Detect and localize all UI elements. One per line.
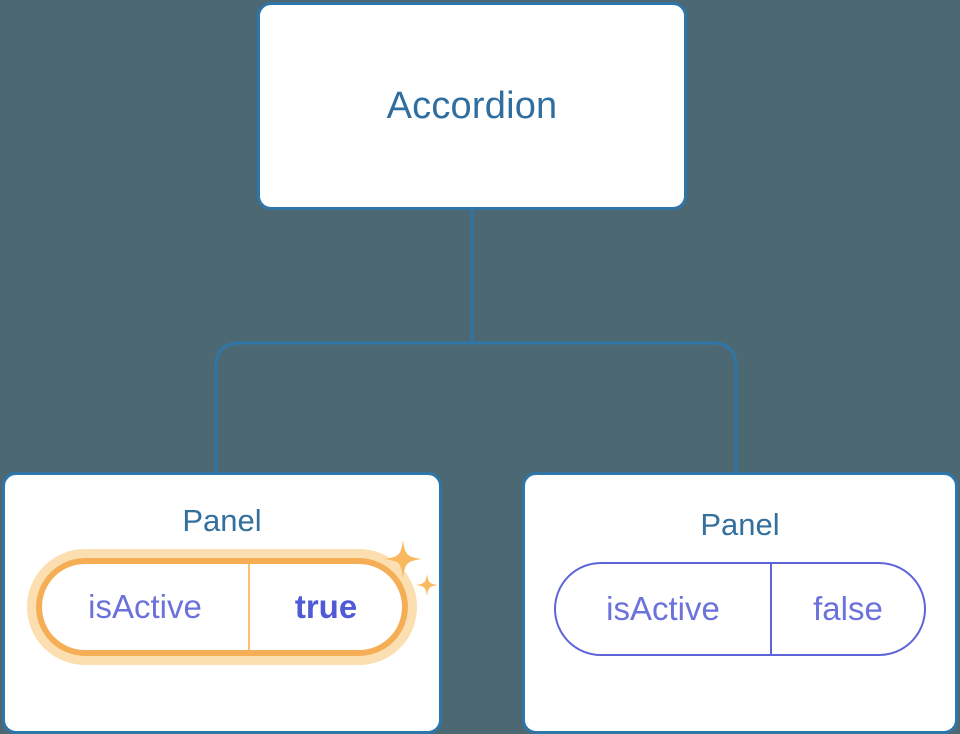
prop-key: isActive (556, 564, 772, 654)
prop-pill-isactive-false[interactable]: isActive false (554, 562, 926, 656)
node-panel-active-title: Panel (182, 503, 262, 538)
prop-pill-isactive-true[interactable]: isActive true (36, 558, 408, 656)
prop-pill-isactive-false-wrap: isActive false (554, 562, 926, 656)
prop-key: isActive (42, 564, 250, 650)
prop-value: true (294, 588, 358, 625)
node-accordion[interactable]: Accordion (257, 2, 687, 210)
node-panel-inactive[interactable]: Panel isActive false (522, 472, 958, 734)
prop-value: false (813, 590, 883, 627)
node-panel-active[interactable]: Panel isActive true (2, 472, 442, 734)
node-accordion-title: Accordion (386, 85, 558, 127)
prop-pill-isactive-true-wrap: isActive true (27, 549, 417, 665)
node-panel-inactive-title: Panel (700, 507, 780, 542)
connector-branch-bus (214, 341, 738, 472)
